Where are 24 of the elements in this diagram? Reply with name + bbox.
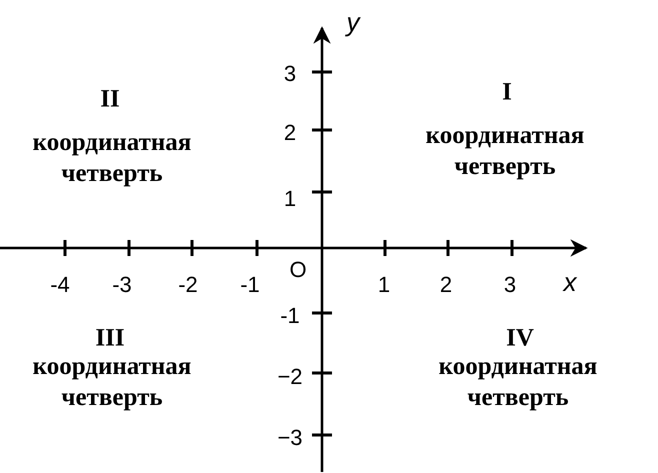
tick-label: -1: [280, 305, 300, 327]
tick-label: 3: [504, 274, 516, 296]
tick-label: -1: [240, 274, 260, 296]
quadrant-number: IV: [506, 326, 534, 350]
quadrant-number: II: [100, 86, 120, 112]
quadrant-label: координатная четверть: [424, 120, 586, 182]
quadrant-number: III: [95, 326, 125, 350]
tick-label: 2: [284, 122, 296, 144]
axis-label: y: [346, 9, 360, 35]
tick-label: -3: [112, 274, 132, 296]
tick-label: 3: [284, 63, 296, 85]
tick-label: −2: [277, 366, 303, 388]
tick-label: -2: [178, 274, 198, 296]
origin-label: O: [289, 259, 307, 281]
quadrant-label: координатная четверть: [32, 352, 192, 413]
quadrant-number: I: [502, 80, 512, 104]
tick-label: -4: [50, 274, 70, 296]
tick-label: 1: [378, 274, 390, 296]
tick-label: 2: [440, 274, 452, 296]
tick-label: 1: [284, 188, 296, 210]
tick-label: −3: [277, 427, 303, 449]
axis-label: x: [564, 269, 576, 295]
quadrant-label: координатная четверть: [438, 352, 598, 413]
quadrant-label: координатная четверть: [32, 128, 192, 189]
